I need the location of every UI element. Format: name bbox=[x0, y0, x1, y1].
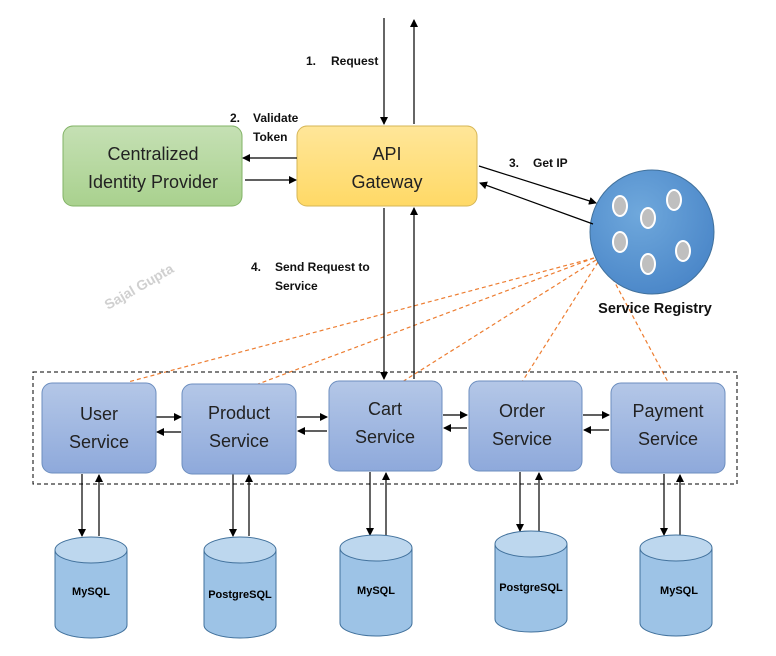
database-cylinder[interactable]: PostgreSQL bbox=[203, 536, 277, 639]
cart-service-label-1: Cart bbox=[368, 399, 402, 419]
order-service-label-1: Order bbox=[499, 401, 545, 421]
api-gateway-box[interactable]: API Gateway bbox=[296, 125, 478, 207]
identity-provider-box[interactable]: Centralized Identity Provider bbox=[62, 125, 243, 207]
database-cylinder[interactable]: MySQL bbox=[639, 534, 713, 637]
payment-service-label-2: Service bbox=[638, 429, 698, 449]
step-4-label-1: Send Request to bbox=[275, 260, 370, 274]
registry-instance-icons bbox=[612, 189, 691, 275]
product-service-label-2: Service bbox=[209, 431, 269, 451]
database-cylinder[interactable]: MySQL bbox=[339, 534, 413, 637]
database-label: MySQL bbox=[357, 585, 395, 597]
database-label: PostgreSQL bbox=[208, 589, 272, 601]
step-4-label-2: Service bbox=[275, 279, 318, 293]
cart-service-label-2: Service bbox=[355, 427, 415, 447]
database-cylinder[interactable]: MySQL bbox=[54, 536, 128, 639]
identity-provider-label-2: Identity Provider bbox=[88, 172, 218, 192]
service-registry-node[interactable] bbox=[589, 169, 715, 295]
step-1-label: Request bbox=[331, 54, 378, 68]
order-service-box[interactable]: Order Service bbox=[468, 380, 583, 472]
watermark: Sajal Gupta bbox=[102, 260, 177, 312]
service-registry-label: Service Registry bbox=[598, 301, 712, 317]
payment-service-label-1: Payment bbox=[632, 401, 703, 421]
step-4-number: 4. bbox=[251, 260, 261, 274]
identity-provider-label-1: Centralized bbox=[107, 144, 198, 164]
step-2-number: 2. bbox=[230, 111, 240, 125]
product-service-label-1: Product bbox=[208, 403, 270, 423]
database-label: MySQL bbox=[660, 585, 698, 597]
registry-link-lines bbox=[127, 257, 669, 385]
product-service-box[interactable]: Product Service bbox=[181, 383, 297, 475]
step-2-label-1: Validate bbox=[253, 111, 299, 125]
database-cylinder[interactable]: PostgreSQL bbox=[494, 530, 568, 633]
cart-service-box[interactable]: Cart Service bbox=[328, 380, 443, 472]
database-label: MySQL bbox=[72, 586, 110, 598]
api-gateway-label-1: API bbox=[372, 144, 401, 164]
step-3-label: Get IP bbox=[533, 156, 568, 170]
database-label: PostgreSQL bbox=[499, 582, 563, 594]
user-service-label-1: User bbox=[80, 404, 118, 424]
flow-arrows bbox=[78, 18, 684, 537]
step-3-number: 3. bbox=[509, 156, 519, 170]
user-service-label-2: Service bbox=[69, 432, 129, 452]
user-service-box[interactable]: User Service bbox=[41, 382, 157, 474]
step-2-label-2: Token bbox=[253, 130, 287, 144]
step-1-number: 1. bbox=[306, 54, 316, 68]
payment-service-box[interactable]: Payment Service bbox=[610, 382, 726, 474]
api-gateway-label-2: Gateway bbox=[351, 172, 422, 192]
order-service-label-2: Service bbox=[492, 429, 552, 449]
